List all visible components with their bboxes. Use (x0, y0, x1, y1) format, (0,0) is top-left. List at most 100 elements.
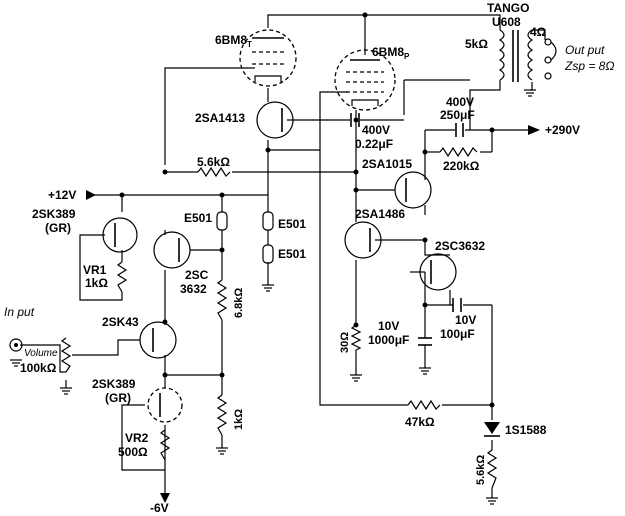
junction-dot (353, 117, 359, 123)
tango-label: TANGO (487, 1, 529, 15)
transistor-circle (147, 387, 183, 423)
ground-symbol (486, 497, 498, 505)
junction-dot (219, 247, 225, 253)
terminal-circle[interactable] (544, 38, 552, 46)
terminal-circle[interactable] (544, 72, 552, 80)
vr2-pot[interactable] (159, 429, 171, 461)
e501-c-label: E501 (278, 247, 306, 261)
tube-6bm8-t (239, 29, 297, 87)
transistor-circle (394, 171, 432, 209)
junction-dot (489, 402, 495, 408)
primary-lower-lead (469, 80, 501, 130)
fet-2sk389-top (102, 217, 138, 253)
minus6-arrow-icon (160, 493, 170, 503)
junction-dot (422, 149, 428, 155)
q-2sk389-top-label: 2SK389 (32, 207, 76, 221)
r-1k-label: 1kΩ (233, 409, 245, 430)
out-4ohm-label: 4Ω (530, 25, 547, 39)
q-2sc3632-l2-label: 3632 (180, 282, 207, 296)
top-wire (267, 14, 501, 30)
vr1-pot[interactable] (116, 261, 128, 293)
junction-dot (353, 187, 359, 193)
grounds (10, 89, 536, 505)
c-250uf-label: 250μF (440, 108, 475, 122)
tube-envelope (334, 49, 396, 111)
fet-2sk43 (139, 321, 177, 359)
junction-dot (162, 372, 168, 378)
junction-dot (119, 192, 125, 198)
e501-c-body (262, 244, 274, 264)
ground-symbol (419, 367, 431, 375)
junction-dot (422, 237, 428, 243)
input-jack-center (14, 343, 18, 347)
q-2sa1413-label: 2SA1413 (195, 111, 245, 125)
resistor-1k (216, 394, 228, 436)
output-transformer (498, 29, 557, 91)
vr2-loop (121, 404, 165, 471)
resistors (60, 146, 498, 489)
c-022uf-label: 0.22μF (355, 137, 393, 151)
transistor-2sa1015 (394, 171, 432, 209)
junctions (119, 12, 495, 408)
q2sc-right-top (424, 240, 450, 256)
c-400v-b-label: 400V (446, 95, 474, 109)
c-10v-b-label: 10V (455, 313, 476, 327)
q-2sc3632-r-label: 2SC3632 (435, 239, 485, 253)
q-2sa1015-label: 2SA1015 (362, 157, 412, 171)
c-10v-a-label: 10V (378, 319, 399, 333)
terminal-circle[interactable] (544, 56, 552, 64)
junction-dot (422, 302, 428, 308)
gr-bot-label: (GR) (105, 391, 131, 405)
volume-pot[interactable] (60, 337, 72, 373)
resistor-5-6k-top (197, 166, 231, 178)
junction-dot (489, 127, 495, 133)
r-220k-label: 220kΩ (443, 159, 480, 173)
ground-symbol (60, 387, 72, 395)
input-jack-icon[interactable] (9, 338, 23, 352)
c-100uf-label: 100μF (440, 327, 475, 341)
transistor-circle (419, 253, 457, 291)
transistor-2sa1486 (344, 221, 382, 259)
junction-dot (353, 169, 359, 175)
transistor-circle (153, 231, 191, 269)
gr-top-label: (GR) (45, 221, 71, 235)
in-put-label: In put (4, 305, 35, 319)
sec-ground (530, 82, 533, 91)
tube-envelope (239, 29, 297, 87)
transistor-circle (102, 217, 138, 253)
volume-label: Volume (24, 348, 58, 359)
transistor-circle (344, 221, 382, 259)
c-400v-a-label: 400V (362, 123, 390, 137)
tube-6bm8-p (334, 49, 396, 111)
transistor-2sc3632-right (419, 253, 457, 291)
capacitors (350, 113, 464, 346)
vr2-value: 500Ω (118, 445, 148, 459)
tube-t-label: 6BM8T (215, 33, 252, 49)
zsp-label: Zsp = 8Ω (564, 59, 614, 73)
volume-wiper (72, 339, 140, 356)
transistor-circle (139, 321, 177, 359)
resistor-220k (439, 146, 478, 158)
q-2sc3632-l1-label: 2SC (185, 268, 209, 282)
out-put-label: Out put (565, 43, 605, 57)
e501-elements (216, 211, 274, 264)
junction-dot (162, 169, 168, 175)
resistor-30 (350, 324, 362, 351)
e501-a-body (216, 211, 228, 231)
r47k-left (319, 150, 408, 406)
connectors (9, 125, 540, 503)
u608-label: U608 (492, 15, 521, 29)
tube-t-grid-wire (164, 67, 255, 165)
speaker-link (550, 41, 557, 61)
junction-dot (265, 147, 271, 153)
ground-symbol (262, 284, 274, 292)
vr1-loop (79, 234, 123, 301)
r-56k-top-label: 5.6kΩ (197, 155, 230, 169)
diode-triangle (484, 422, 500, 434)
labels: TANGO U608 6BM8T 6BM8P 5kΩ 4Ω Out put Zs… (4, 1, 614, 515)
secondary-winding (527, 29, 534, 81)
vr1-value: 1kΩ (85, 276, 108, 290)
q-2sk43-label: 2SK43 (102, 315, 139, 329)
